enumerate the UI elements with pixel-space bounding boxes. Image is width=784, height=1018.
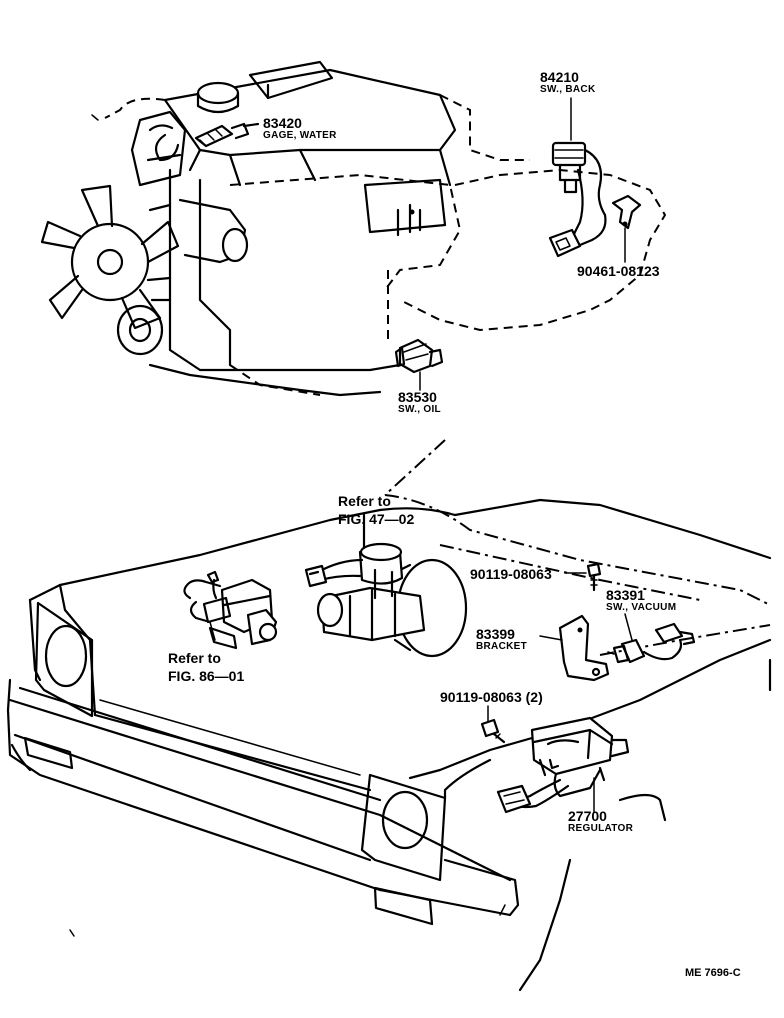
- fig-86-reference-line1: Refer to: [168, 650, 221, 666]
- regulator-description: REGULATOR: [568, 823, 634, 834]
- oil-switch-description: SW., OIL: [398, 404, 441, 415]
- fig-86-reference-line2: FIG. 86—01: [168, 668, 245, 684]
- bracket-description: BRACKET: [476, 641, 527, 652]
- fuel-pump-illustration: [183, 570, 278, 650]
- master-cylinder-illustration: [304, 513, 468, 658]
- bracket-part-number: 83399: [476, 626, 515, 642]
- vacuum-switch-description: SW., VACUUM: [606, 602, 677, 613]
- bracket-illustration: [539, 614, 610, 682]
- vacuum-switch-illustration: [607, 613, 696, 664]
- back-switch-description: SW., BACK: [540, 84, 596, 95]
- clamp-part-number: 90461-08123: [577, 263, 660, 279]
- water-gage-part-number: 83420: [263, 115, 302, 131]
- clamp-illustration: [611, 194, 642, 263]
- engine-illustration: [40, 60, 667, 397]
- water-gage-description: GAGE, WATER: [263, 130, 337, 141]
- drawing-code: ME 7696-C: [685, 967, 741, 979]
- vacuum-switch-part-number: 83391: [606, 587, 645, 603]
- back-switch-part-number: 84210: [540, 69, 579, 85]
- back-switch-illustration: [548, 97, 607, 258]
- regulator-illustration: [496, 716, 630, 814]
- regulator-part-number: 27700: [568, 808, 607, 824]
- oil-switch-part-number: 83530: [398, 389, 437, 405]
- screw-pair-illustration: [480, 705, 506, 744]
- screw-pair-part-number: 90119-08063 (2): [440, 689, 543, 705]
- fig-47-reference-line2: FIG. 47—02: [338, 511, 415, 527]
- oil-switch-illustration: [394, 338, 444, 391]
- screw-single-illustration: [564, 562, 602, 592]
- water-gage-illustration: [194, 122, 260, 148]
- screw-single-part-number: 90119-08063: [470, 566, 552, 582]
- fig-47-reference-line1: Refer to: [338, 493, 391, 509]
